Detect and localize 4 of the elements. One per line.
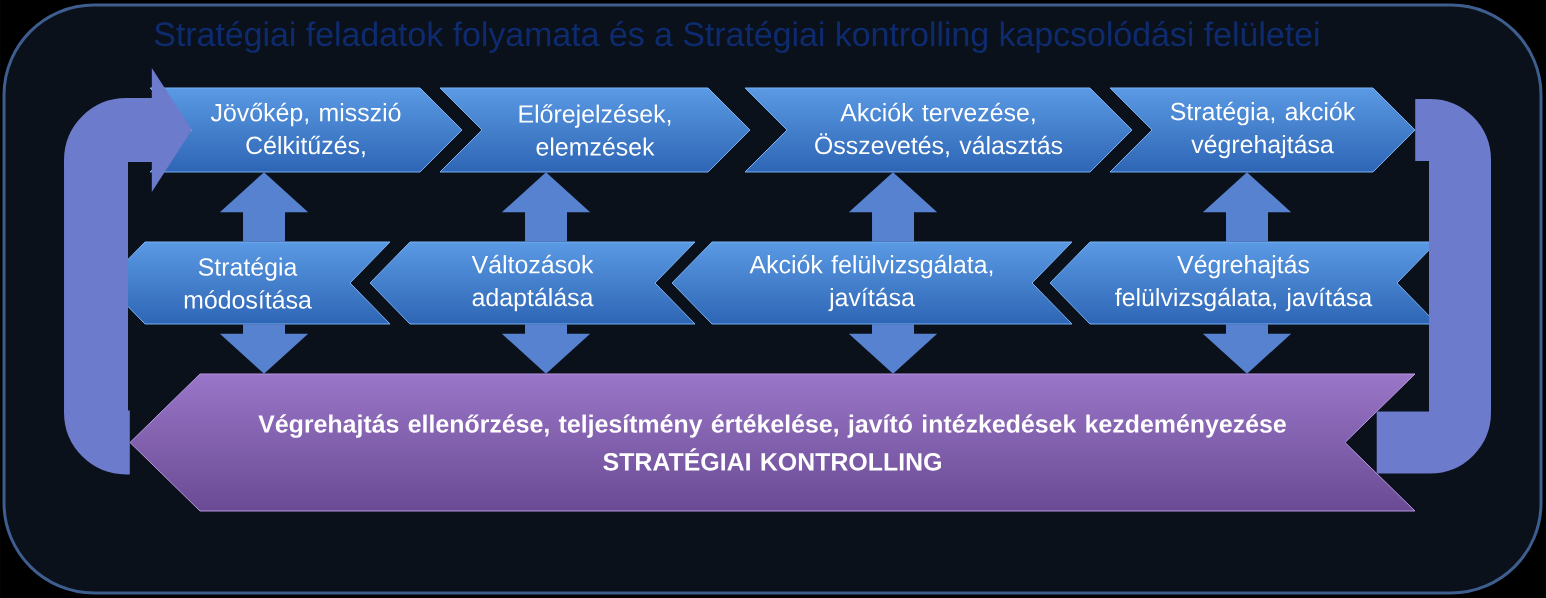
chevron-step: Akciók felülvizsgálata, javítása <box>671 241 1073 325</box>
connector-band <box>1376 99 1491 474</box>
title: Stratégiai feladatok folyamata és a Stratégiai kontrolling kapcsolódási felületei <box>154 21 1319 53</box>
chevron-step: Végrehajtás felülvizsgálata, javítása <box>1049 241 1438 325</box>
